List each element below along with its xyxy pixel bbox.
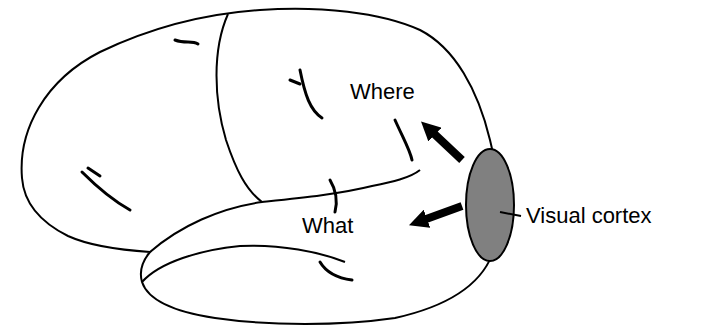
sulci [82, 40, 412, 280]
lobe-boundary [217, 14, 263, 202]
leader-line [500, 212, 521, 216]
lateral-sulcus [150, 170, 420, 252]
dorsal-arrow [428, 128, 462, 160]
pathway-label: What [302, 214, 353, 238]
region-label: Visual cortex [526, 204, 652, 228]
visual-cortex-region [466, 149, 514, 261]
ventral-arrow [418, 206, 462, 222]
pathway-label: Where [350, 80, 415, 104]
brain-outline [22, 9, 500, 324]
temporal-boundary [142, 246, 345, 282]
